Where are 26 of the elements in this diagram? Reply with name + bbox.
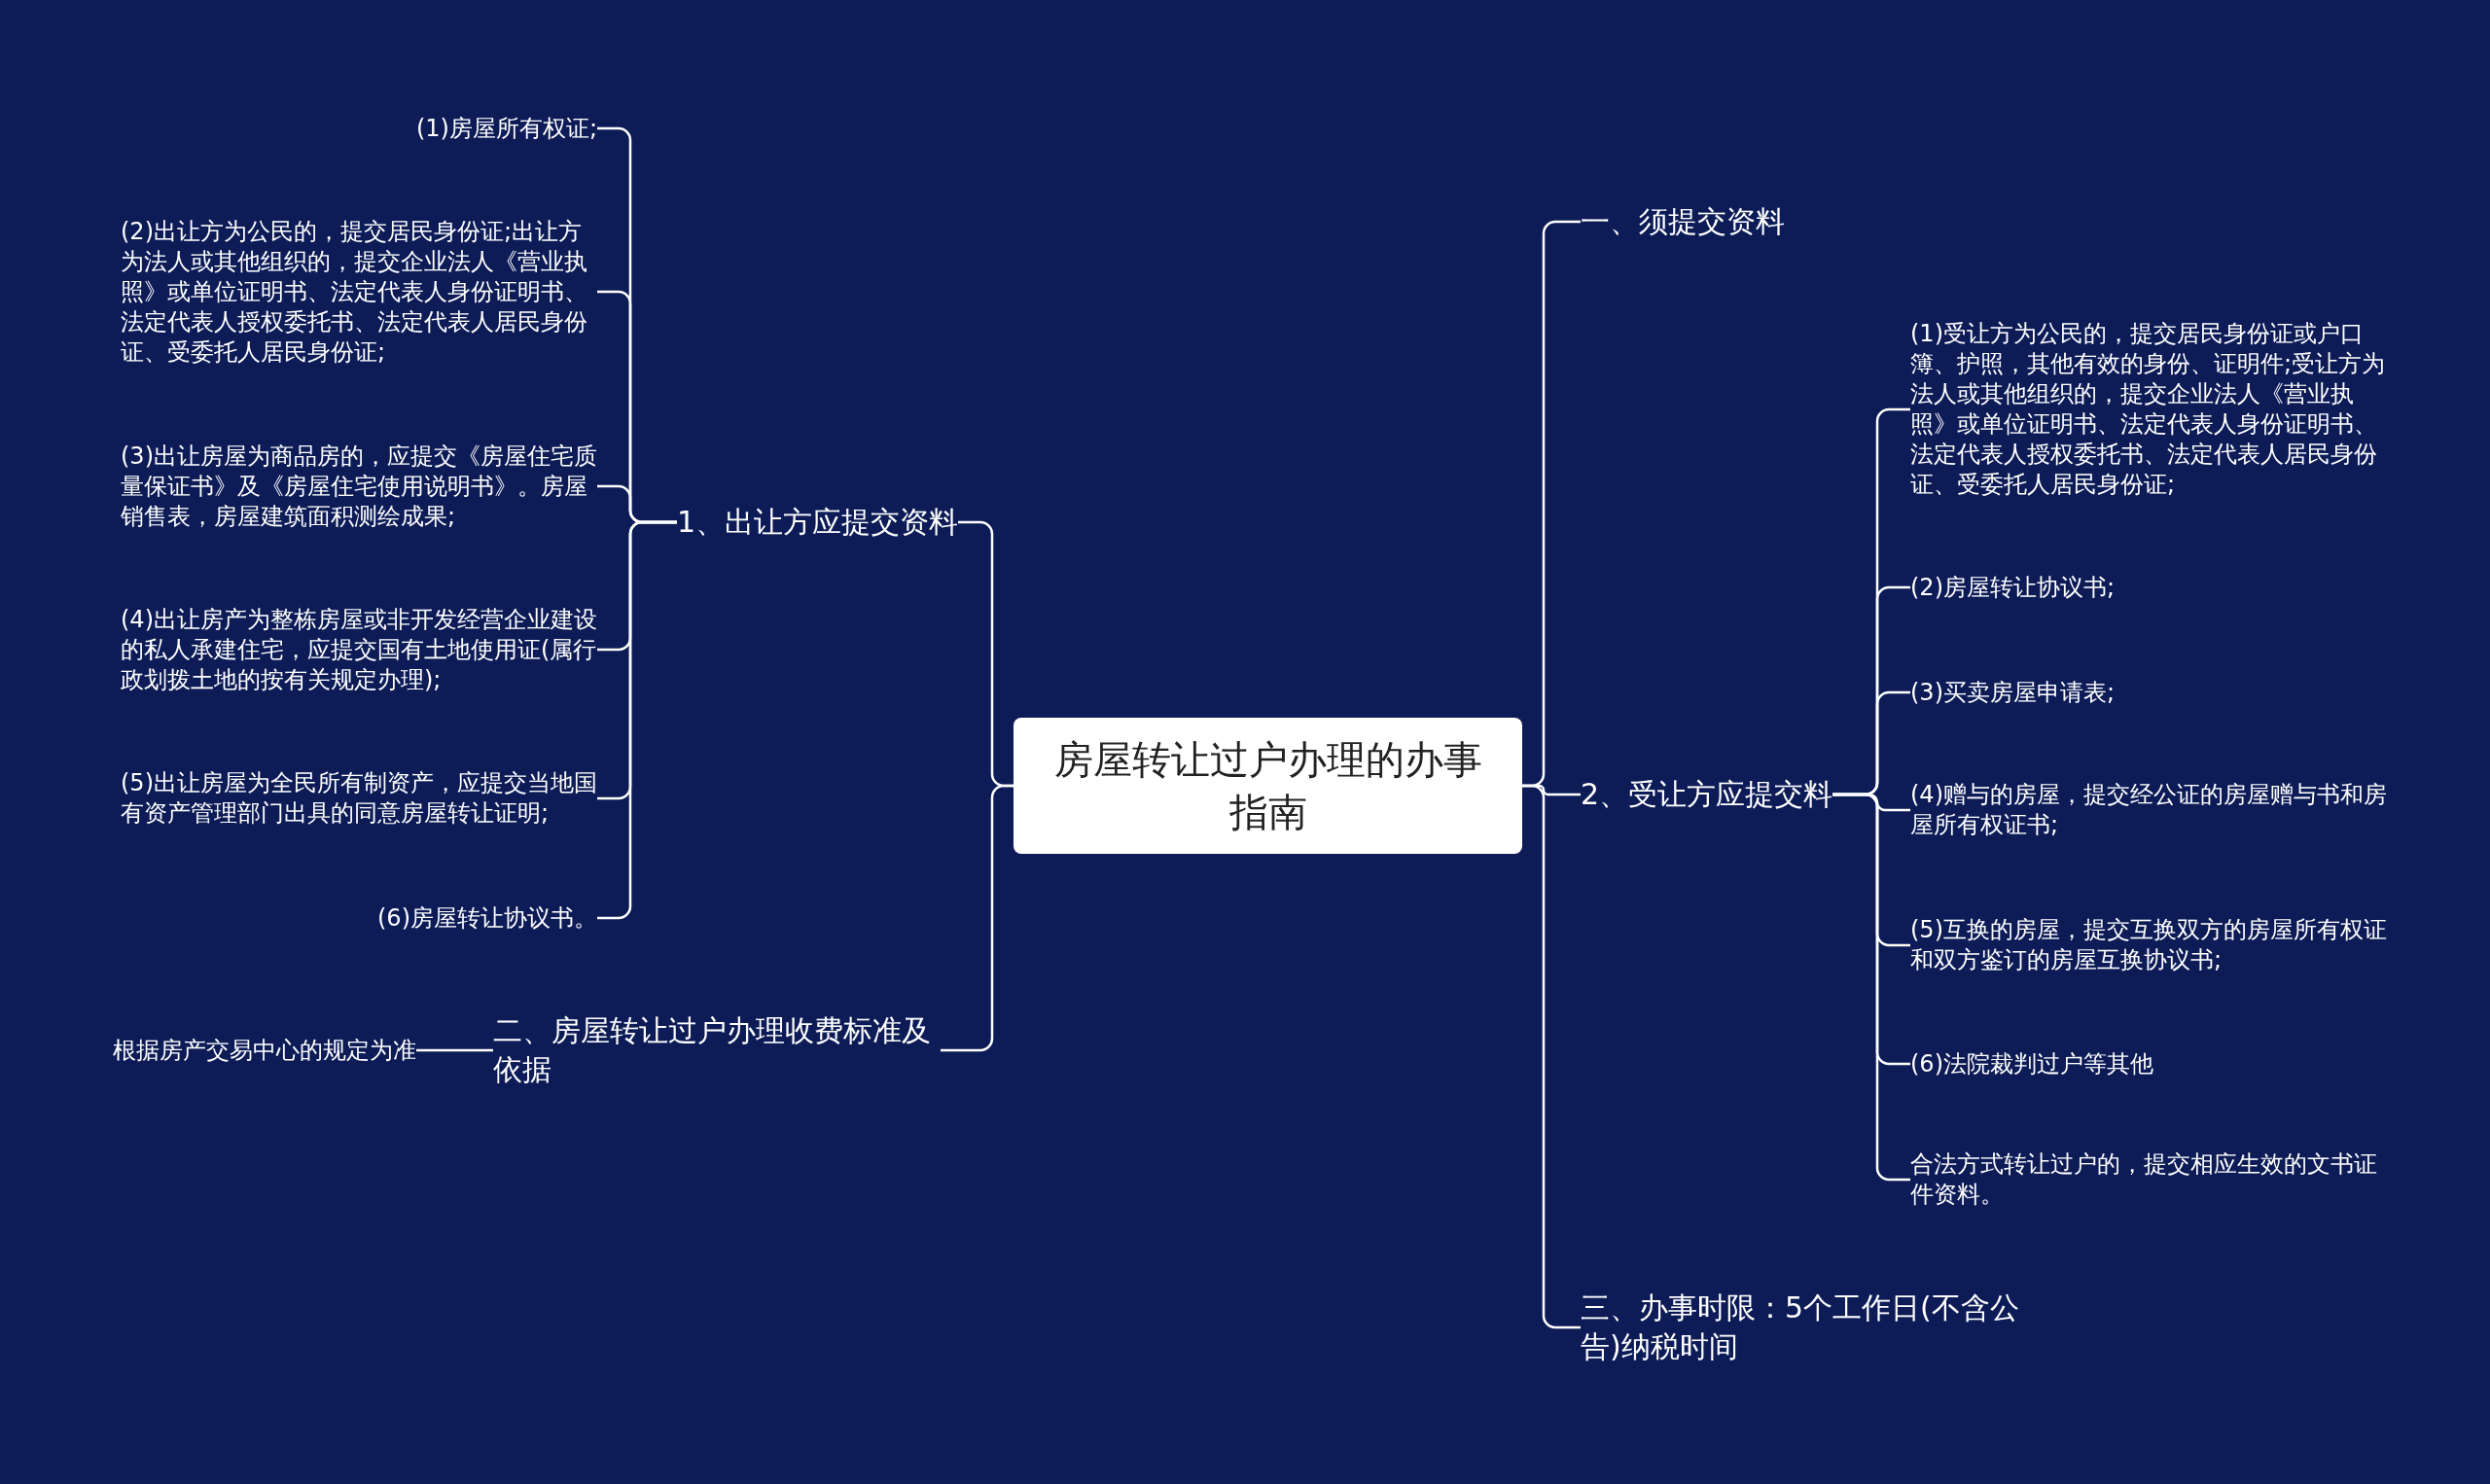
subtopic-text: (4)赠与的房屋，提交经公证的房屋赠与书和房屋所有权证书; <box>1910 780 2387 840</box>
branch-topic: 1、出让方应提交资料 <box>676 504 958 541</box>
branch-topic: 2、受让方应提交料 <box>1581 776 1833 813</box>
connector-line <box>1832 793 1910 1182</box>
subtopic-text: (5)互换的房屋，提交互换双方的房屋所有权证和双方鉴订的房屋互换协议书; <box>1910 915 2387 975</box>
subtopic-text: (2)房屋转让协议书; <box>1910 572 2116 603</box>
subtopic-text: (2)出让方为公民的，提交居民身份证;出让方为法人或其他组织的，提交企业法人《营业执照》或单位证明书、法定代表人身份证明书、法定代表人授权委托书、法定代表人居民身份证、受委托人居民身份证; <box>121 216 588 368</box>
subtopic-text: (1)房屋所有权证; <box>415 113 597 144</box>
subtopic-text: (6)法院裁判过户等其他 <box>1910 1048 2153 1079</box>
branch-topic: 三、办事时限：5个工作日(不含公告)纳税时间 <box>1581 1290 2020 1365</box>
subtopic-text: (3)出让房屋为商品房的，应提交《房屋住宅质量保证书》及《房屋住宅使用说明书》。房屋销售表，房屋建筑面积测绘成果; <box>121 441 597 532</box>
connector-line <box>597 520 677 920</box>
subtopic-text: (5)出让房屋为全民所有制资产，应提交当地国有资产管理部门出具的同意房屋转让证明; <box>121 768 597 829</box>
branch-topic: 一、须提交资料 <box>1581 203 1785 240</box>
connector-line <box>941 784 1014 1052</box>
subtopic-text: (1)受让方为公民的，提交居民身份证或户口簿、护照，其他有效的身份、证明件;受让方为法人或其他组织的，提交企业法人《营业执照》或单位证明书、法定代表人身份证明书、法定代表人授权委托书、法定代表人居民身份证、受委托人居民身份证; <box>1910 319 2387 500</box>
connector-line <box>416 1048 493 1052</box>
topic-title: 房屋转让过户办理的办事指南 <box>1052 736 1483 836</box>
subtopic-text: (3)买卖房屋申请表; <box>1910 677 2116 708</box>
subtopic-text: 根据房产交易中心的规定为准 <box>113 1035 416 1066</box>
subtopic-text: (4)出让房产为整栋房屋或非开发经营企业建设的私人承建住宅，应提交国有土地使用证(属行政划拨土地的按有关规定办理); <box>121 604 597 695</box>
connector-line <box>1522 784 1581 1329</box>
central-topic-box <box>1014 718 1522 854</box>
branch-topic: 二、房屋转让过户办理收费标准及依据 <box>493 1012 932 1088</box>
subtopic-text: (6)房屋转让协议书。 <box>377 902 597 934</box>
subtopic-text: 合法方式转让过户的，提交相应生效的文书证件资料。 <box>1910 1149 2378 1210</box>
